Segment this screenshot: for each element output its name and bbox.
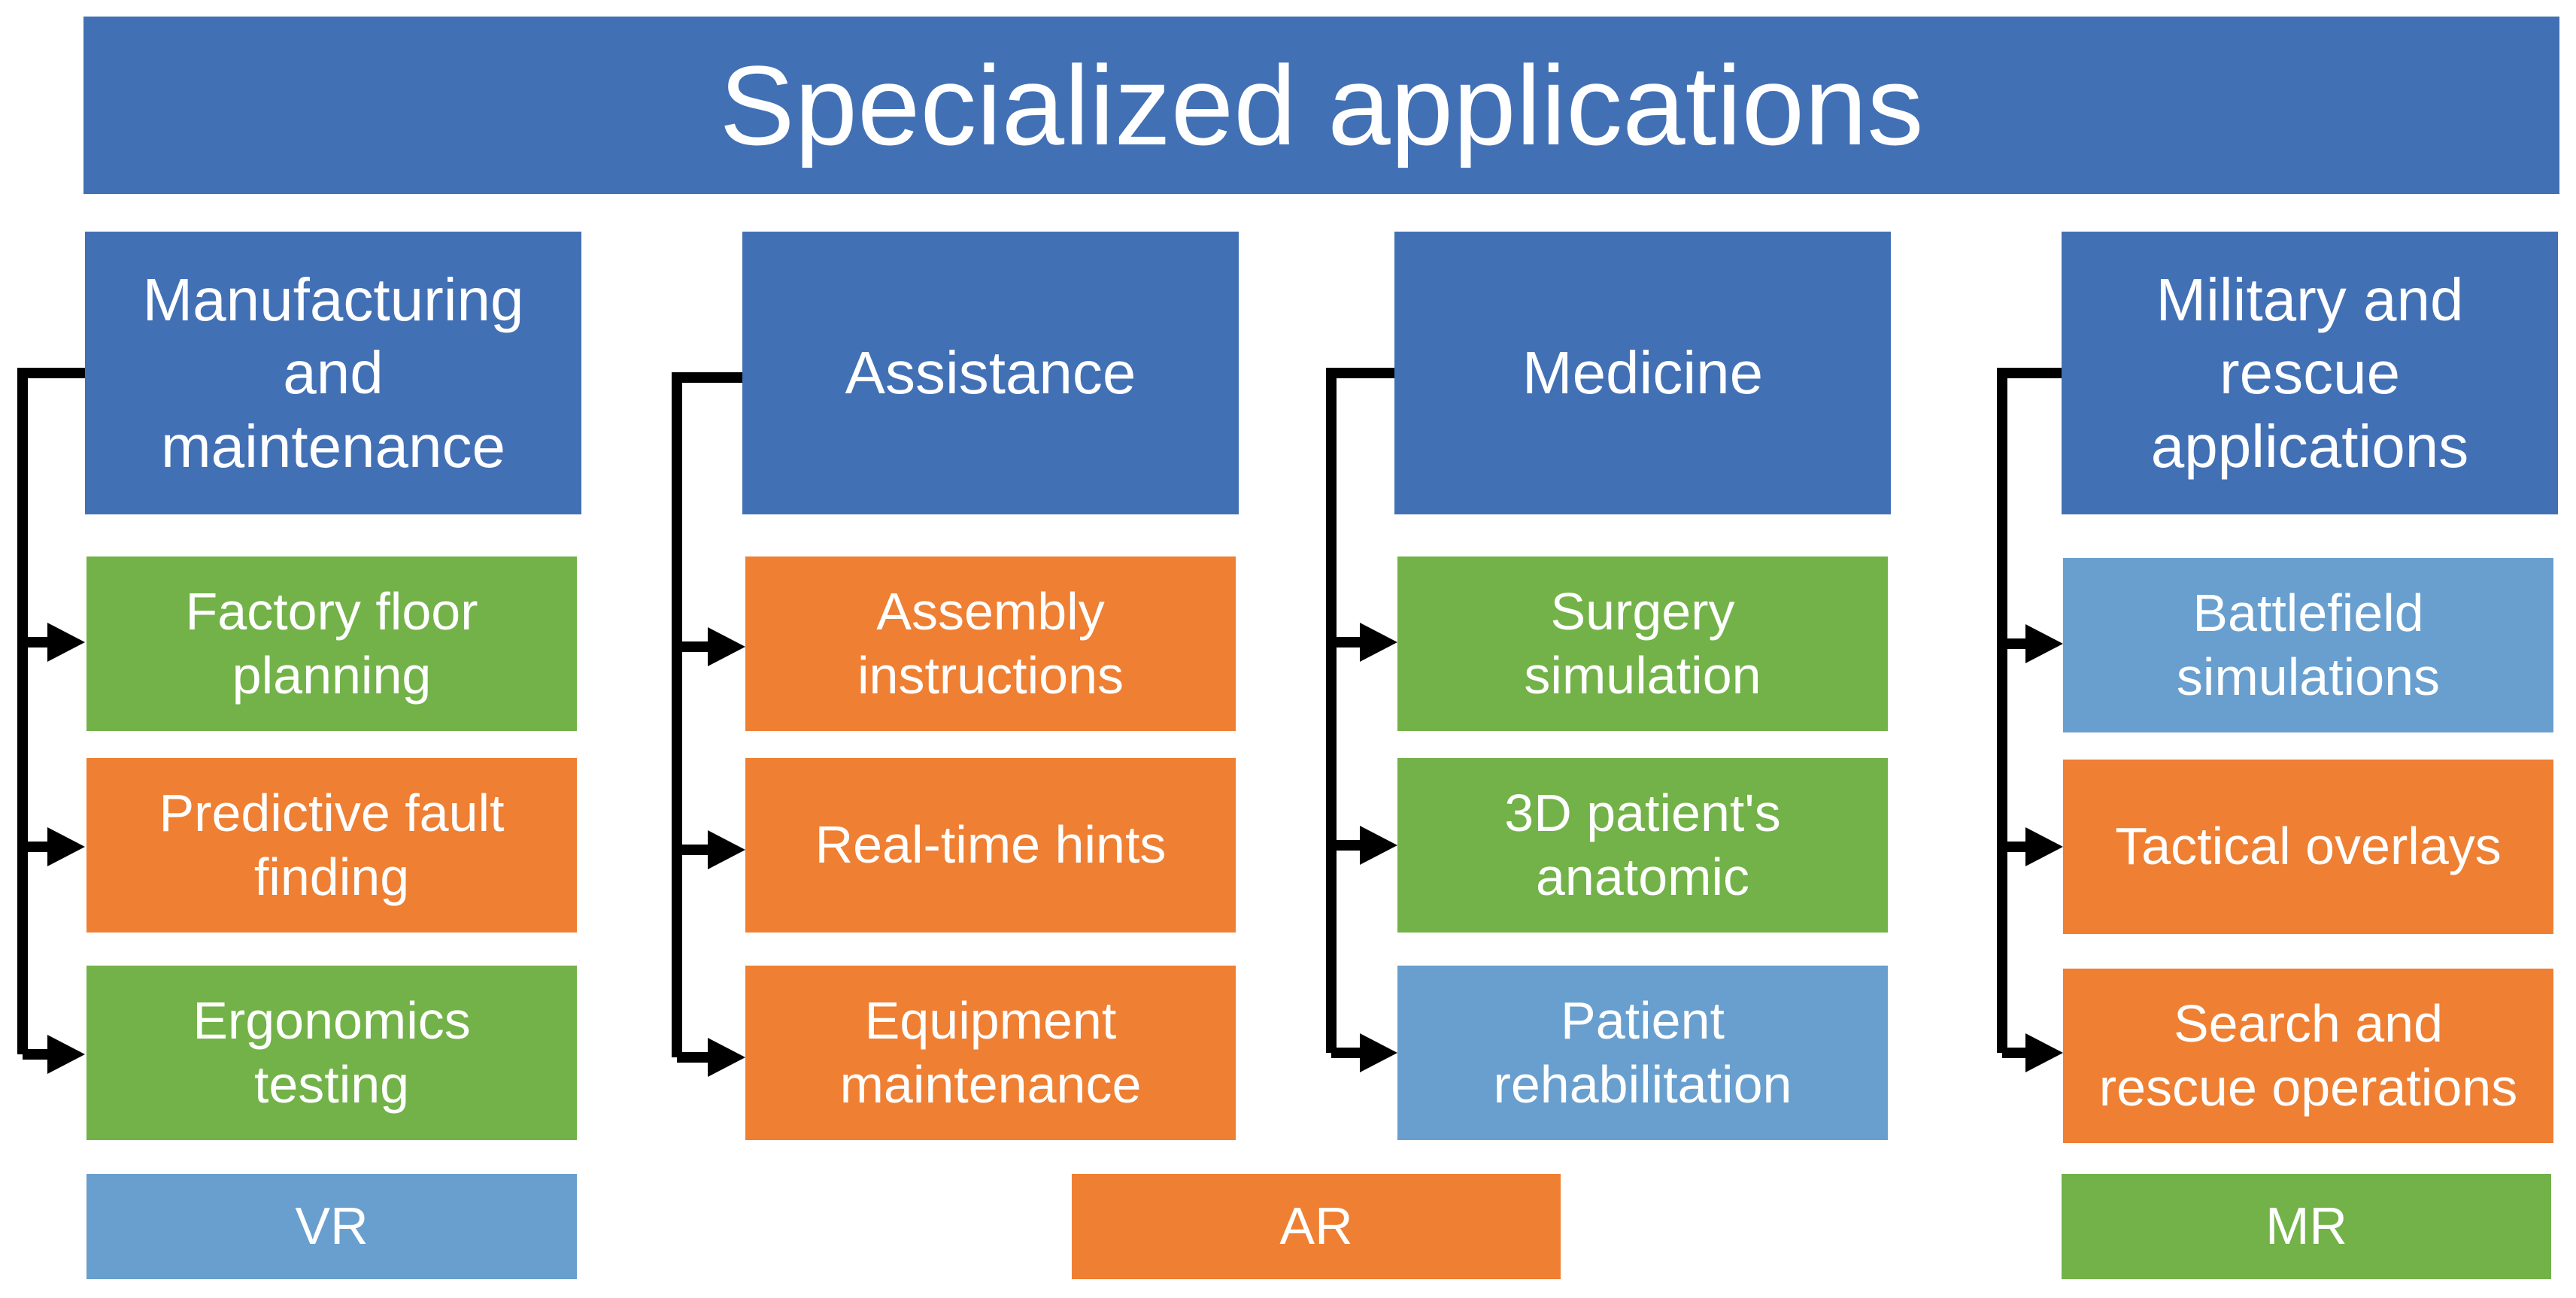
item-label: Surgery simulation: [1524, 581, 1761, 705]
arrowhead: [1360, 1033, 1397, 1072]
item-label: Equipment maintenance: [839, 990, 1142, 1114]
connector-trunk: [17, 368, 85, 1054]
item-3d-patients-anatomic: 3D patient's anatomic: [1397, 758, 1888, 933]
item-patient-rehabilitation: Patient rehabilitation: [1397, 966, 1888, 1140]
item-equipment-maintenance: Equipment maintenance: [745, 966, 1236, 1140]
item-label: Predictive fault finding: [159, 783, 505, 906]
item-label: 3D patient's anatomic: [1504, 783, 1781, 906]
item-label: Patient rehabilitation: [1493, 990, 1792, 1114]
category-label: Manufacturing and maintenance: [142, 265, 524, 480]
arrowhead: [47, 623, 85, 662]
item-label: Factory floor planning: [185, 581, 478, 705]
category-label: Military and rescue applications: [2150, 265, 2469, 480]
arrowhead: [708, 627, 745, 666]
legend-ar: AR: [1072, 1174, 1561, 1279]
diagram-title: Specialized applications: [83, 17, 2559, 194]
diagram-title-text: Specialized applications: [719, 41, 1924, 168]
item-label: Real-time hints: [815, 815, 1167, 875]
connector-trunk: [1997, 368, 2063, 1053]
legend-label: VR: [295, 1196, 369, 1256]
item-real-time-hints: Real-time hints: [745, 758, 1236, 933]
item-tactical-overlays: Tactical overlays: [2063, 760, 2553, 934]
item-surgery-simulation: Surgery simulation: [1397, 557, 1888, 731]
item-label: Tactical overlays: [2115, 817, 2502, 876]
category-assistance: Assistance: [742, 232, 1239, 514]
item-label: Ergonomics testing: [193, 990, 471, 1114]
category-label: Assistance: [845, 339, 1136, 407]
item-factory-floor-planning: Factory floor planning: [86, 557, 577, 731]
arrowhead: [1360, 826, 1397, 865]
category-manufacturing: Manufacturing and maintenance: [85, 232, 581, 514]
item-assembly-instructions: Assembly instructions: [745, 557, 1236, 731]
arrowhead: [2025, 827, 2063, 866]
item-label: Assembly instructions: [857, 581, 1124, 705]
connector-trunk: [672, 372, 745, 1057]
legend-label: MR: [2265, 1196, 2347, 1256]
arrowhead: [47, 1035, 85, 1074]
legend-label: AR: [1279, 1196, 1353, 1256]
item-ergonomics-testing: Ergonomics testing: [86, 966, 577, 1140]
arrowhead: [708, 1038, 745, 1077]
arrowhead: [708, 830, 745, 869]
arrowhead: [47, 827, 85, 866]
arrowhead: [2025, 1033, 2063, 1072]
arrowhead: [1360, 623, 1397, 662]
item-battlefield-simulations: Battlefield simulations: [2063, 558, 2553, 732]
item-predictive-fault-finding: Predictive fault finding: [86, 758, 577, 933]
category-medicine: Medicine: [1394, 232, 1891, 514]
legend-mr: MR: [2062, 1174, 2551, 1279]
legend-vr: VR: [86, 1174, 577, 1279]
connector-trunk: [1326, 368, 1397, 1053]
item-label: Search and rescue operations: [2098, 993, 2518, 1117]
arrowhead: [2025, 624, 2063, 663]
item-search-and-rescue-operations: Search and rescue operations: [2063, 969, 2553, 1143]
category-military-rescue: Military and rescue applications: [2062, 232, 2558, 514]
category-label: Medicine: [1522, 339, 1764, 407]
item-label: Battlefield simulations: [2176, 583, 2441, 706]
